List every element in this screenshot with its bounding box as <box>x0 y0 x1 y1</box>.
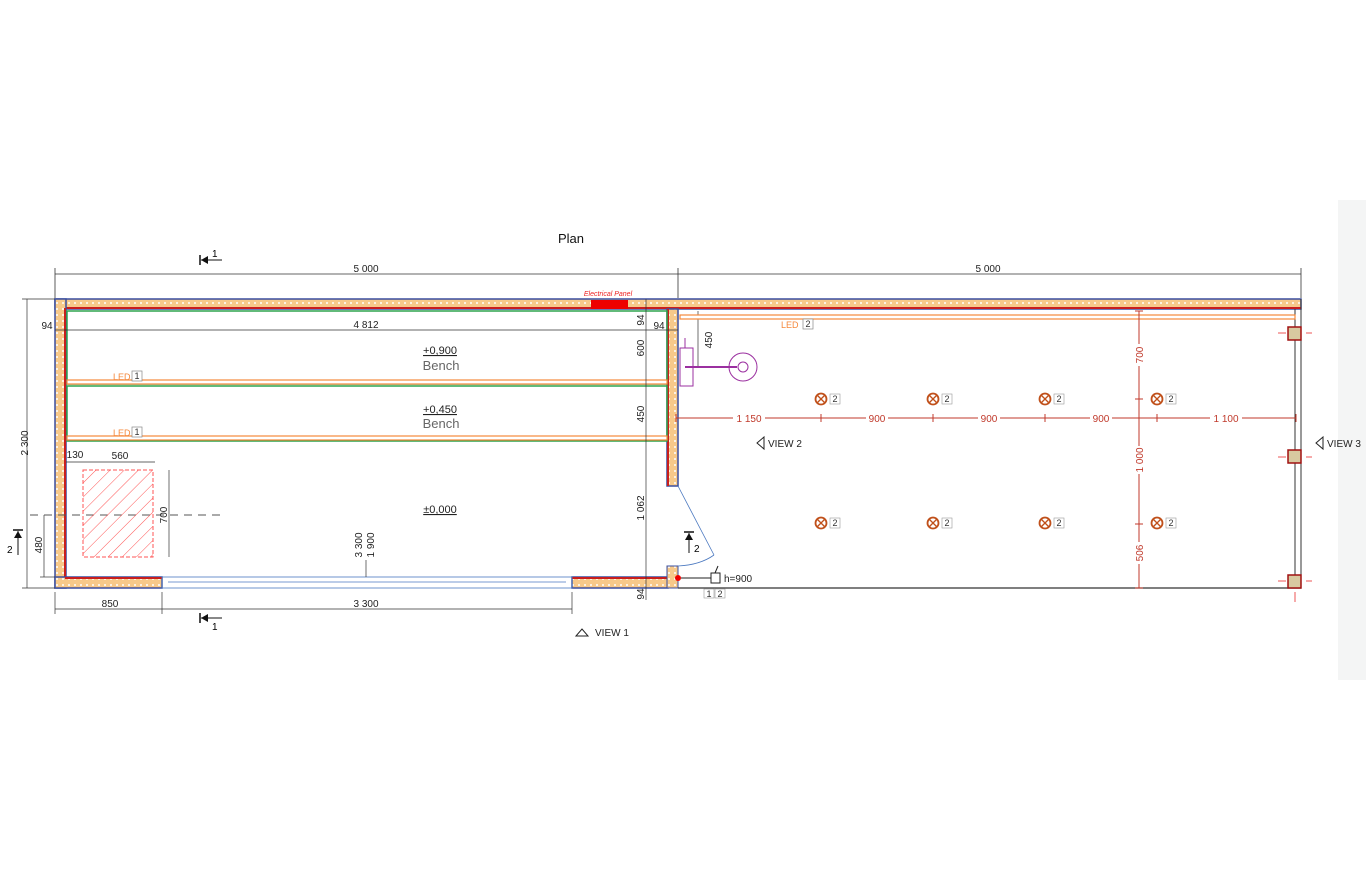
dim-height-700: 700 <box>159 506 170 523</box>
svg-text:LED: LED <box>113 428 131 438</box>
level-bench-low: +0,450 <box>423 404 457 416</box>
dim-bench1-depth: 600 <box>636 339 647 356</box>
svg-text:1: 1 <box>134 427 139 437</box>
light-tag: 2 <box>1168 518 1173 528</box>
side-scroll-strip <box>1338 200 1366 680</box>
light-tag: 2 <box>1168 394 1173 404</box>
section-marker-1-bottom: 1 <box>199 613 222 633</box>
dim-window-a: 3 300 <box>354 532 365 557</box>
window <box>161 576 573 589</box>
dim-bottom-3300: 3 300 <box>353 599 378 610</box>
column <box>1278 326 1312 341</box>
dim-sill-height: 480 <box>34 536 45 553</box>
red-dim-h-4: 1 100 <box>1213 414 1238 425</box>
column <box>1278 574 1312 602</box>
light-tag: 2 <box>832 518 837 528</box>
dim-top-left: 5 000 <box>353 264 378 275</box>
ceiling-light: 2 <box>1150 516 1177 530</box>
svg-text:LED: LED <box>781 320 799 330</box>
dim-offset-130: 130 <box>67 450 84 461</box>
section-marker-2-left: 2 <box>7 529 23 556</box>
level-bench-high: +0,900 <box>423 345 457 357</box>
svg-text:1: 1 <box>134 371 139 381</box>
red-dim-v-2: 506 <box>1135 544 1146 561</box>
led-label-1: LED 1 <box>113 370 143 382</box>
dim-inner-width: 4 812 <box>353 320 378 331</box>
ceiling-light: 2 <box>814 392 841 406</box>
dim-door: 1 062 <box>636 495 647 520</box>
benches <box>66 310 668 442</box>
svg-text:VIEW 3: VIEW 3 <box>1327 439 1361 450</box>
column <box>1278 449 1312 464</box>
ceiling-light: 2 <box>1038 516 1065 530</box>
dim-wall-mid: 94 <box>653 321 665 332</box>
plan-title: Plan <box>558 231 584 246</box>
sink <box>679 338 758 387</box>
dim-top-right: 5 000 <box>975 264 1000 275</box>
led-label-right: LED 2 <box>781 318 814 330</box>
svg-text:LED: LED <box>113 372 131 382</box>
ceiling-lights: 2 2 2 2 2 2 2 <box>814 392 1177 530</box>
svg-text:h=900: h=900 <box>724 574 753 585</box>
red-dim-h-1: 900 <box>869 414 886 425</box>
electrical-panel-label: Electrical Panel <box>584 291 633 298</box>
red-dim-v-1: 1 000 <box>1135 447 1146 472</box>
dim-bench2-depth: 450 <box>636 405 647 422</box>
svg-text:2: 2 <box>694 544 700 555</box>
ceiling-light: 2 <box>1038 392 1065 406</box>
ceiling-light: 2 <box>814 516 841 530</box>
light-tag: 2 <box>944 394 949 404</box>
electrical-panel <box>591 300 628 309</box>
dim-wall-right-top: 94 <box>636 314 647 326</box>
view-2-marker: VIEW 2 <box>756 435 802 451</box>
light-tag: 2 <box>1056 394 1061 404</box>
dim-sink-450: 450 <box>704 331 715 348</box>
columns <box>1278 326 1312 602</box>
svg-text:VIEW 2: VIEW 2 <box>768 439 802 450</box>
door <box>677 485 715 567</box>
red-dim-h-2: 900 <box>981 414 998 425</box>
red-dim-h-3: 900 <box>1093 414 1110 425</box>
dim-wall-left: 94 <box>41 321 53 332</box>
view-1-marker: VIEW 1 <box>574 628 629 639</box>
view-3-marker: VIEW 3 <box>1315 435 1361 451</box>
section-marker-1-top: 1 <box>199 249 222 265</box>
level-floor: ±0,000 <box>423 504 457 516</box>
svg-text:2: 2 <box>805 319 810 329</box>
dim-wall-bottom: 94 <box>636 588 647 600</box>
svg-text:2: 2 <box>7 545 13 556</box>
svg-text:2: 2 <box>717 589 722 599</box>
light-tag: 2 <box>1056 518 1061 528</box>
led-strip-right <box>679 314 1296 320</box>
ceiling-light: 2 <box>926 516 953 530</box>
light-switch: h=900 1 2 <box>675 565 753 599</box>
section-marker-2-door: 2 <box>684 531 700 555</box>
svg-text:1: 1 <box>212 622 218 633</box>
light-tag: 2 <box>832 394 837 404</box>
light-tag: 2 <box>944 518 949 528</box>
red-dim-v-0: 700 <box>1135 346 1146 363</box>
svg-text:1: 1 <box>706 589 711 599</box>
led-label-2: LED 1 <box>113 426 143 438</box>
ceiling-light: 2 <box>926 392 953 406</box>
walls <box>54 298 1302 589</box>
dim-bottom-850: 850 <box>102 599 119 610</box>
svg-text:1: 1 <box>212 249 218 260</box>
svg-text:VIEW 1: VIEW 1 <box>595 628 629 639</box>
hatched-zone <box>82 469 154 558</box>
bench-label-1: Bench <box>423 358 460 373</box>
ceiling-light: 2 <box>1150 392 1177 406</box>
bench-label-2: Bench <box>423 416 460 431</box>
dim-window-b: 1 900 <box>366 532 377 557</box>
dim-total-height: 2 300 <box>20 430 31 455</box>
inner-dimension-lines <box>22 298 699 614</box>
dim-width-560: 560 <box>112 451 129 462</box>
top-dimension <box>54 268 1302 298</box>
red-dim-h-0: 1 150 <box>736 414 761 425</box>
